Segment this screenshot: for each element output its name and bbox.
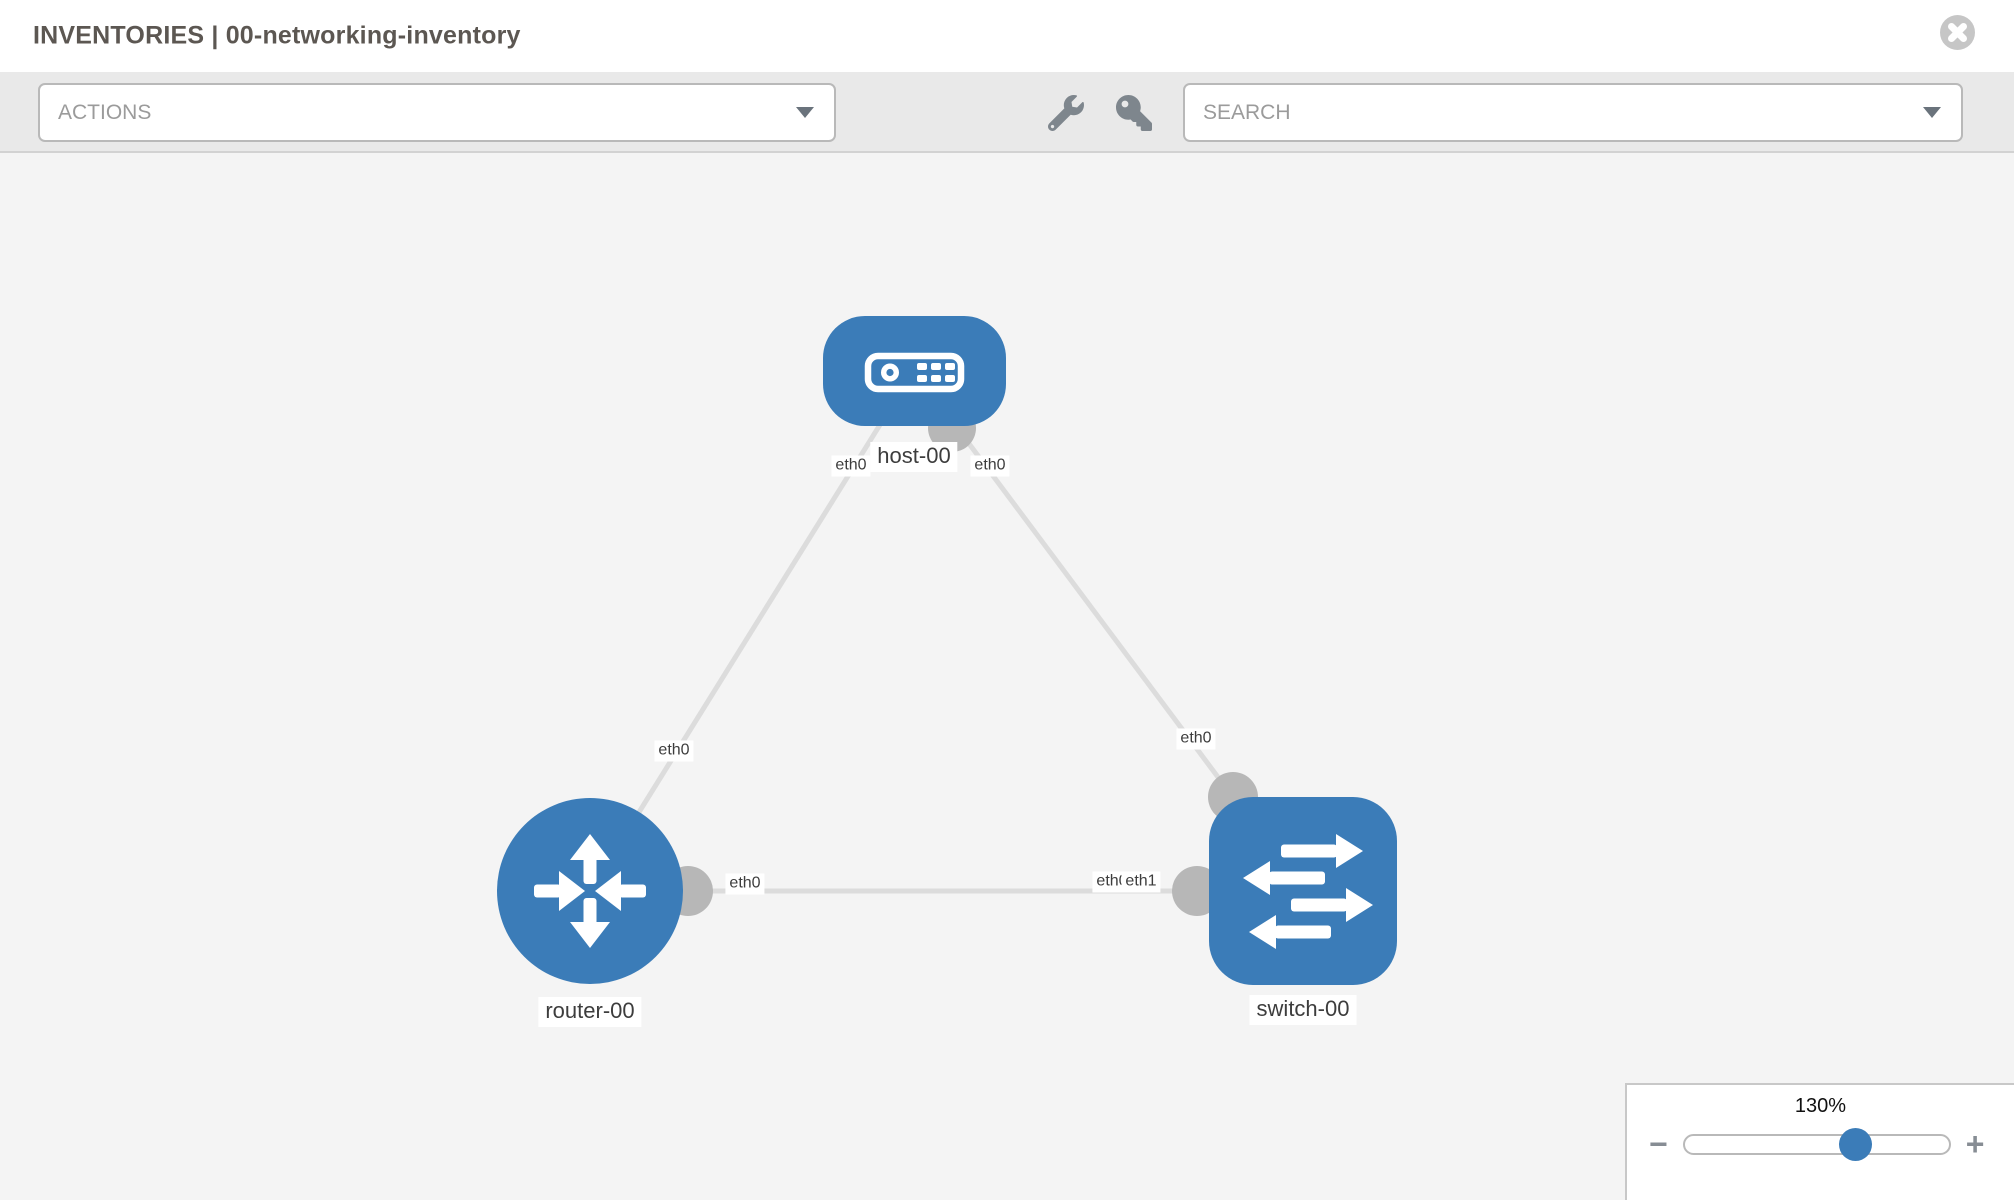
node-switch[interactable] — [1209, 797, 1397, 985]
zoom-in-button[interactable]: + — [1965, 1126, 1985, 1162]
chevron-down-icon — [1923, 107, 1941, 118]
actions-dropdown-label: ACTIONS — [58, 100, 152, 124]
search-dropdown[interactable]: SEARCH — [1183, 83, 1963, 142]
configure-button[interactable] — [1046, 93, 1086, 133]
interface-label: eth1 — [1121, 871, 1161, 893]
zoom-panel: 130% − + — [1625, 1083, 2014, 1200]
interface-label: eth0 — [654, 740, 694, 762]
page-title: INVENTORIES | 00-networking-inventory — [33, 21, 521, 50]
node-router[interactable] — [497, 798, 683, 984]
node-label-router: router-00 — [538, 997, 642, 1027]
zoom-out-button[interactable]: − — [1649, 1126, 1668, 1162]
toolbar: ACTIONS SEARCH — [0, 72, 2014, 153]
key-icon — [1116, 95, 1152, 131]
search-dropdown-label: SEARCH — [1203, 100, 1291, 124]
zoom-slider-track[interactable] — [1682, 1127, 1951, 1161]
actions-dropdown[interactable]: ACTIONS — [38, 83, 836, 142]
zoom-slider-knob[interactable] — [1838, 1127, 1872, 1161]
interface-label: eth0 — [725, 873, 765, 895]
router-icon — [534, 834, 646, 948]
node-label-switch: switch-00 — [1249, 995, 1357, 1025]
switch-icon — [1243, 834, 1373, 949]
node-host[interactable] — [823, 316, 1006, 426]
topology-canvas[interactable]: eth0 eth0 eth0 eth0 eth0 eth0 eth1 host-… — [0, 153, 2014, 1200]
close-icon — [1948, 23, 1967, 42]
host-icon — [864, 352, 965, 393]
node-label-host: host-00 — [870, 442, 958, 472]
chevron-down-icon — [796, 107, 814, 118]
page-header: INVENTORIES | 00-networking-inventory — [0, 0, 2014, 72]
wrench-icon — [1048, 95, 1084, 131]
zoom-level-value: 130% — [1794, 1095, 1847, 1117]
credentials-button[interactable] — [1114, 93, 1154, 133]
topology-graph — [497, 316, 1397, 985]
interface-label: eth0 — [970, 455, 1010, 477]
interface-label: eth0 — [831, 455, 871, 477]
interface-label: eth0 — [1176, 728, 1216, 750]
close-button[interactable] — [1940, 15, 1975, 50]
